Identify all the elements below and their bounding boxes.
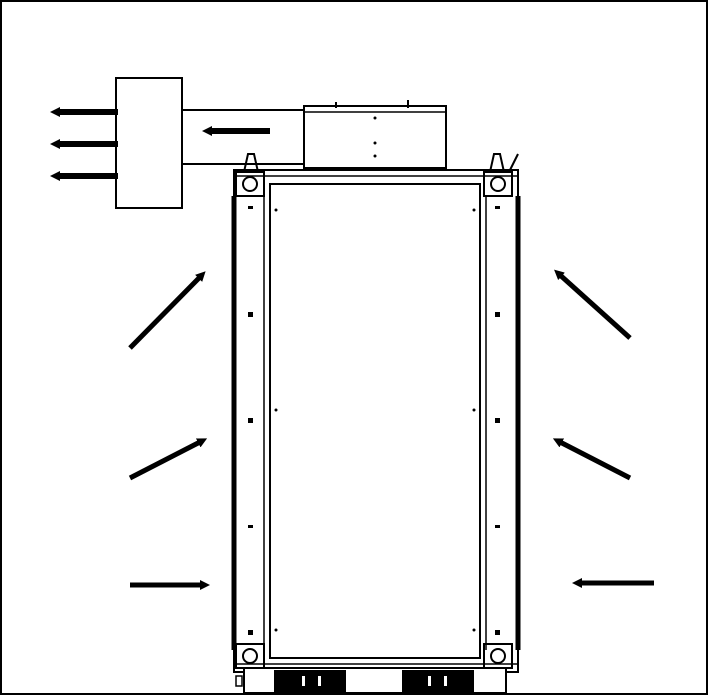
intake-arrow-right-2 <box>552 438 632 481</box>
intake-arrows-right <box>552 269 654 588</box>
corner-top-left <box>235 171 265 197</box>
exhaust-arrows <box>50 107 118 181</box>
base-vent-right <box>402 670 474 692</box>
base-plinth <box>235 667 507 694</box>
intake-arrow-left-2 <box>128 438 208 481</box>
exhaust-duct <box>182 109 304 165</box>
intake-arrow-right-1 <box>554 269 632 340</box>
top-unit <box>303 100 447 169</box>
base-vent-left <box>274 670 346 692</box>
corner-fittings <box>235 153 519 669</box>
intake-arrows-left <box>128 271 210 590</box>
exhaust-box <box>115 77 183 209</box>
cabinet-frame <box>231 169 521 673</box>
intake-arrow-left-1 <box>128 271 206 350</box>
corner-top-right <box>483 171 513 197</box>
post-markers <box>248 206 500 635</box>
